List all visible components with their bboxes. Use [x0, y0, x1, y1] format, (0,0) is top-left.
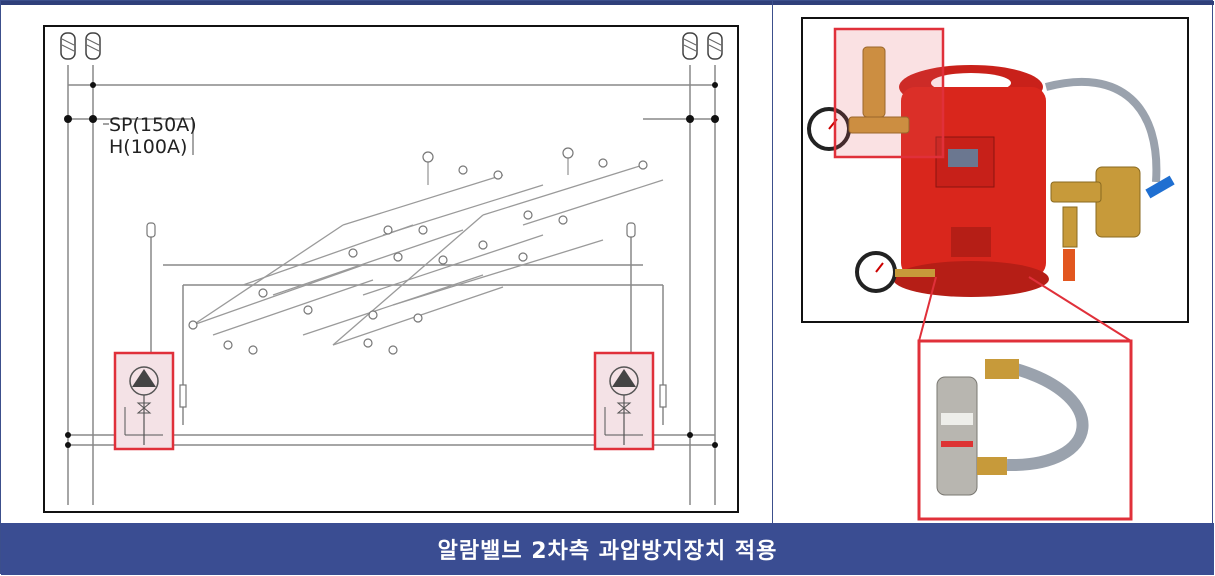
pipe-junctions	[64, 82, 719, 448]
riser-head-icons	[60, 32, 723, 60]
caption-bar: 알람밸브 2차측 과압방지장치 적용	[1, 523, 1214, 575]
callout-line-right	[1028, 276, 1132, 342]
pressure-gauge-bottom	[855, 251, 935, 293]
flexible-hose	[1044, 78, 1161, 183]
orange-drain-handle	[1063, 249, 1075, 281]
label-sp: SP(150A)	[109, 114, 197, 136]
figure-caption: 알람밸브 2차측 과압방지장치 적용	[437, 539, 778, 564]
label-h: H(100A)	[109, 136, 187, 158]
riser-valve-icons	[146, 222, 667, 408]
alarm-valve-photo-panel	[801, 17, 1189, 521]
brass-fittings	[848, 46, 1141, 248]
isometric-branch-pipes	[192, 155, 664, 346]
blue-valve-lever	[1145, 175, 1175, 199]
riser-pipes	[67, 65, 716, 505]
highlight-relief-valve	[833, 27, 945, 159]
callout-line-left	[918, 276, 937, 342]
sprinkler-piping-schematic: SP(150A) H(100A)	[43, 25, 739, 513]
panel-divider	[772, 1, 773, 523]
sprinkler-head-icons	[188, 147, 648, 355]
alarm-valve-right	[593, 351, 655, 451]
top-border	[1, 1, 1214, 5]
pressure-relief-device-illustration	[936, 359, 1089, 496]
alarm-valve-left	[113, 351, 175, 451]
riser-head-hatching	[61, 38, 722, 52]
